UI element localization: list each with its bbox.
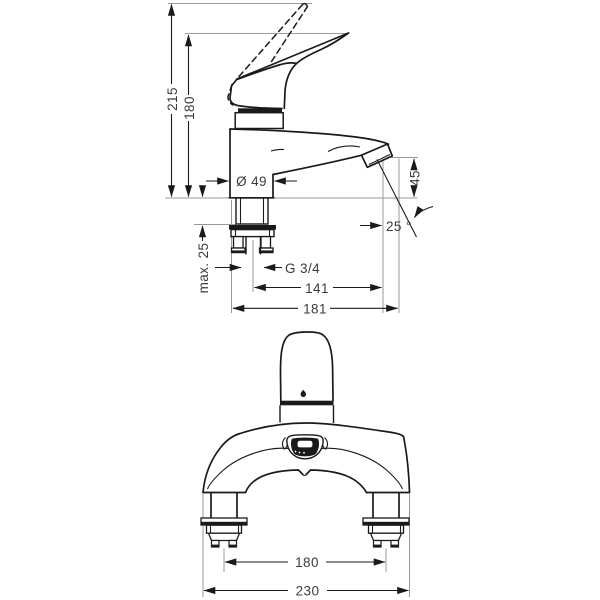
side-view-mounting-hardware <box>229 197 276 255</box>
front-handle <box>279 331 335 423</box>
side-view-extension-lines <box>165 3 418 313</box>
front-view-labels: 180 230 <box>295 555 319 599</box>
side-view-labels: 215 180 max. 25 45 Ø 49 G 3/4 141 181 25… <box>165 87 423 316</box>
dim-height-rest: 180 <box>182 96 197 120</box>
sculpt-curve-left <box>206 447 289 490</box>
handle-base-ring-front <box>280 400 334 406</box>
dim-outlet-angle: 25 ° <box>386 219 412 234</box>
water-stream-line <box>376 159 417 238</box>
front-view: 180 230 <box>200 331 411 599</box>
left-bolt <box>232 235 244 249</box>
dim-hole-distance: 180 <box>295 555 319 570</box>
dim-outlet-height: 45 <box>408 170 423 186</box>
aerator <box>360 143 394 169</box>
dim-overall-width: 230 <box>296 584 320 599</box>
mounting-nut <box>230 228 275 238</box>
dim-connection-thread: G 3/4 <box>285 261 320 276</box>
drop-icon <box>300 389 306 398</box>
side-view: 215 180 max. 25 45 Ø 49 G 3/4 141 181 25… <box>165 2 434 317</box>
front-view-extension-lines <box>202 494 410 597</box>
right-leg <box>372 492 400 519</box>
faucet-side-outline <box>227 2 417 238</box>
right-nut <box>367 524 405 534</box>
spout-top-edge <box>229 128 390 146</box>
diverter-highlight <box>297 440 313 448</box>
handle-base-ring <box>238 108 282 113</box>
front-legs-hardware <box>200 492 410 548</box>
spout-underside <box>272 154 363 176</box>
dim-height-raised: 215 <box>165 87 180 111</box>
lever-underside <box>283 32 350 110</box>
right-bolt <box>260 235 272 249</box>
lever-raised-dashed <box>227 2 309 106</box>
bridge-outline <box>202 422 411 494</box>
angle-leader-arc <box>414 205 434 219</box>
bridge-arch <box>244 469 368 494</box>
left-nut <box>205 524 243 534</box>
dim-max-deck-thickness: max. 25 <box>196 243 211 294</box>
handle-dome-outline <box>279 331 334 402</box>
clamp-washer <box>229 225 276 230</box>
left-leg <box>210 492 238 519</box>
lever-skirt <box>229 78 283 110</box>
sculpt-curve-right <box>321 447 404 490</box>
side-view-dimensions <box>167 3 434 312</box>
front-view-dimensions <box>203 558 410 595</box>
lever-top-edge <box>236 32 350 80</box>
dim-base-diameter: Ø 49 <box>236 174 267 189</box>
cartridge-collar <box>234 111 284 130</box>
bridge-body <box>202 422 411 494</box>
dim-overall-projection: 181 <box>303 302 327 317</box>
threaded-shank <box>235 197 269 225</box>
collar-front-edges <box>279 405 335 423</box>
dim-spout-reach: 141 <box>305 281 329 296</box>
inlet-tube <box>245 236 262 255</box>
spout-surface-curve <box>327 145 361 152</box>
lever-lower-edge <box>236 62 298 81</box>
